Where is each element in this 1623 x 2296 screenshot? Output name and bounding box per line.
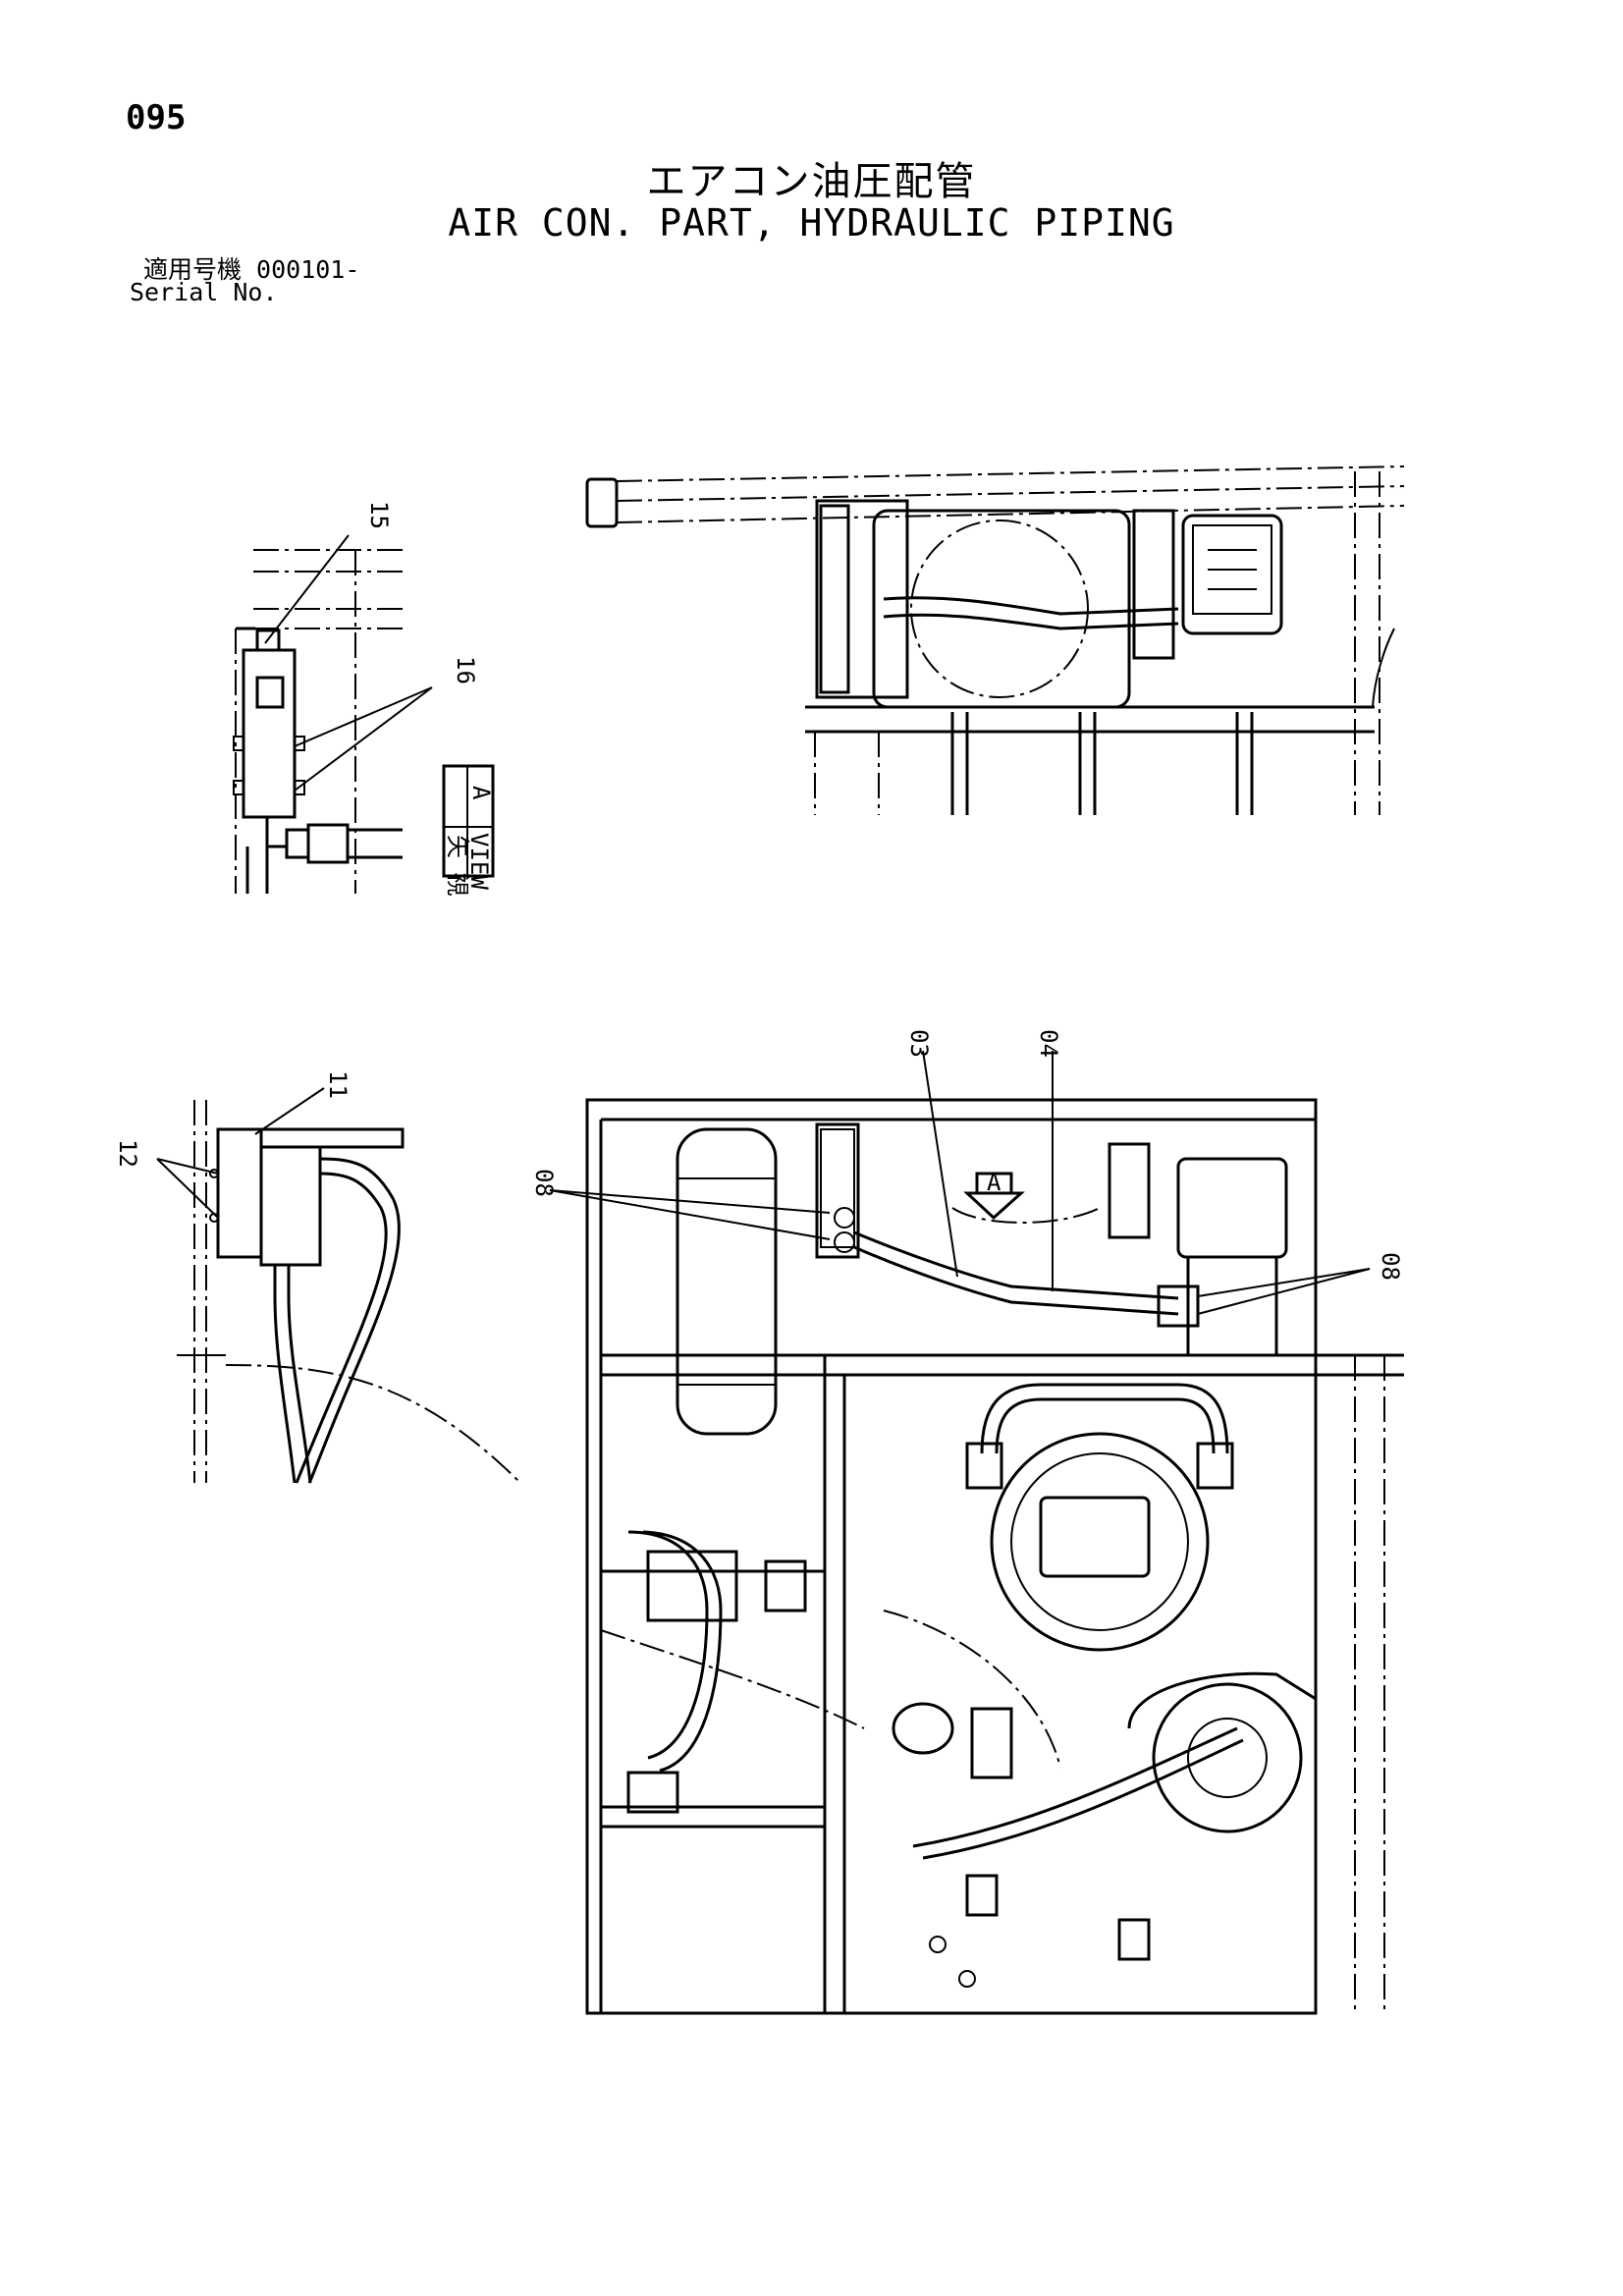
view-arrow-letter: A: [987, 1169, 1001, 1196]
title-english: AIR CON. PART, HYDRAULIC PIPING: [448, 201, 1175, 245]
upper-overview: [585, 465, 1405, 815]
serial-label-japanese: 適用号機 000101-: [143, 255, 360, 284]
callout-04: 04: [1035, 1029, 1062, 1058]
callout-12: 12: [114, 1139, 141, 1168]
callout-16: 16: [452, 656, 479, 684]
callout-03: 03: [905, 1029, 933, 1058]
title-japanese: エアコン油圧配管: [646, 159, 977, 204]
callout-15: 15: [365, 501, 393, 529]
callout-08-left: 08: [530, 1169, 558, 1197]
lower-left-detail: 11 12: [114, 1070, 521, 1484]
serial-label-english: Serial No.: [130, 278, 278, 306]
view-label-jp: 矢 視: [444, 835, 471, 896]
main-lower-view: A 03 04 08 08: [530, 1029, 1404, 2015]
view-a-label: 矢 視 VIEW A: [442, 764, 495, 896]
page-number: 095: [126, 98, 187, 137]
view-label-letter: A: [467, 786, 495, 800]
callout-08-right: 08: [1377, 1252, 1404, 1281]
view-a-detail: 15 16: [233, 501, 479, 894]
view-label-en: VIEW: [465, 833, 493, 890]
callout-11: 11: [324, 1070, 352, 1099]
